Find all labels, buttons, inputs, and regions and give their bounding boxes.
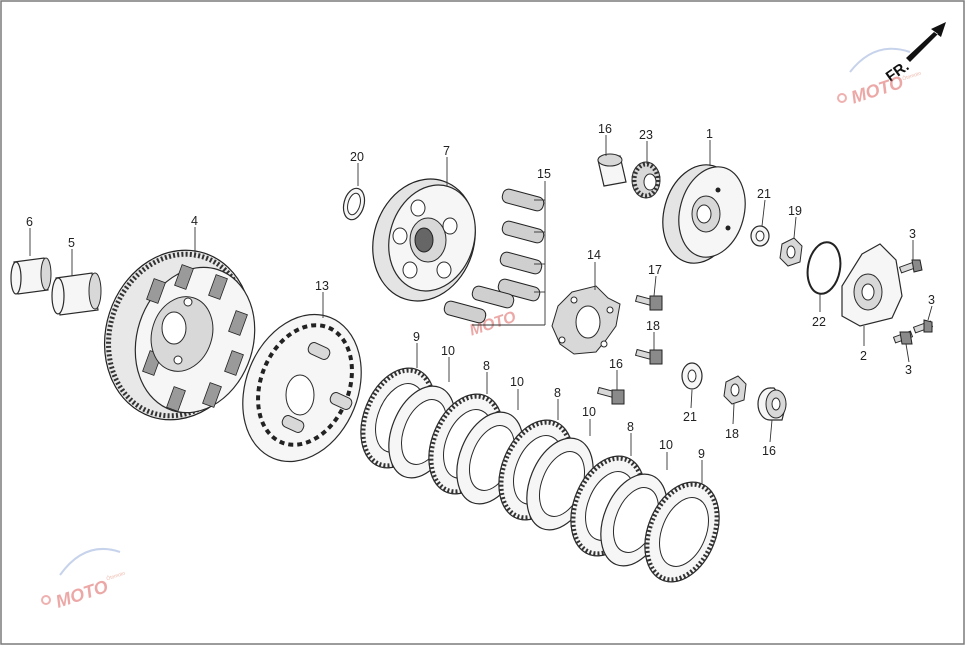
part-19-washer xyxy=(342,187,366,221)
callout-22: 22 xyxy=(812,315,826,329)
part-3-bolt-right xyxy=(912,319,934,334)
part-23-gear xyxy=(631,161,661,199)
part-5-bushing xyxy=(51,272,102,316)
callout-12: 14 xyxy=(587,248,601,262)
watermark-brand: MOTO xyxy=(849,72,906,108)
callout-3-right: 3 xyxy=(928,293,935,307)
part-4-clutch-housing xyxy=(103,249,256,421)
callout-13: 15 xyxy=(537,167,551,181)
callout-8-a: 8 xyxy=(483,359,490,373)
callout-2: 2 xyxy=(860,349,867,363)
spring-6 xyxy=(471,285,515,309)
callout-10-b: 10 xyxy=(510,375,524,389)
part-3-bolt-bottom xyxy=(892,330,914,345)
callout-10-d: 10 xyxy=(659,438,673,452)
part-7-clutch-hub xyxy=(372,178,476,302)
callout-16-b: 18 xyxy=(646,319,660,333)
callout-19: 20 xyxy=(350,150,364,164)
spring-4 xyxy=(497,278,541,302)
callout-15: 16 xyxy=(598,122,612,136)
callout-6: 6 xyxy=(26,215,33,229)
part-3-bolt-top xyxy=(898,259,923,274)
callout-8-b: 8 xyxy=(554,386,561,400)
callout-11: 13 xyxy=(315,279,329,293)
part-12-lifter-plate xyxy=(551,285,621,355)
part-17-nut xyxy=(779,237,803,267)
callout-4: 4 xyxy=(191,214,198,228)
callout-20: 21 xyxy=(757,187,771,201)
part-22-o-ring xyxy=(806,241,842,295)
callout-14: 16 xyxy=(762,444,776,458)
callout-3-top: 3 xyxy=(909,227,916,241)
spring-2 xyxy=(501,220,545,244)
part-16-bolt-2 xyxy=(634,348,663,365)
callout-21: 21 xyxy=(683,410,697,424)
callout-16-c: 16 xyxy=(609,357,623,371)
part-6-bushing xyxy=(10,257,52,295)
watermark-logo-bottom: MOTO Ôtomoto xyxy=(41,547,126,612)
callout-18: 18 xyxy=(725,427,739,441)
part-20-washer xyxy=(750,225,770,247)
part-18-nut xyxy=(723,375,747,405)
callout-16-a: 17 xyxy=(648,263,662,277)
part-11-pressure-plate xyxy=(242,313,362,463)
callout-9-left: 9 xyxy=(413,330,420,344)
callout-23: 23 xyxy=(639,128,653,142)
part-14-bearing xyxy=(757,387,787,421)
spring-5 xyxy=(443,300,487,324)
part-21-washer xyxy=(681,362,703,390)
callout-7: 7 xyxy=(443,144,450,158)
callout-9-right: 9 xyxy=(698,447,705,461)
leader-lines xyxy=(29,135,933,484)
watermark-subtitle-bottom: Ôtomoto xyxy=(105,570,126,583)
part-1-primary-drive xyxy=(662,164,746,264)
part-9-friction-plate-2 xyxy=(644,481,720,583)
watermark-brand-bottom: MOTO xyxy=(53,576,110,612)
part-16-bolt-1 xyxy=(634,294,663,311)
callout-10-a: 10 xyxy=(441,344,455,358)
callout-17: 19 xyxy=(788,204,802,218)
callout-3-bottom: 3 xyxy=(905,363,912,377)
part-16-bolt-3 xyxy=(596,386,625,405)
spring-3 xyxy=(499,251,543,275)
spring-1 xyxy=(501,188,545,212)
callouts: 6 5 4 13 20 7 15 14 9 10 8 10 8 10 8 10 … xyxy=(26,122,935,461)
part-13-springs xyxy=(443,188,545,324)
callout-8-c: 8 xyxy=(627,420,634,434)
part-2-clutch-cover xyxy=(841,243,903,327)
callout-1: 1 xyxy=(706,127,713,141)
callout-5: 5 xyxy=(68,236,75,250)
callout-10-c: 10 xyxy=(582,405,596,419)
part-15-bushing xyxy=(597,153,627,187)
